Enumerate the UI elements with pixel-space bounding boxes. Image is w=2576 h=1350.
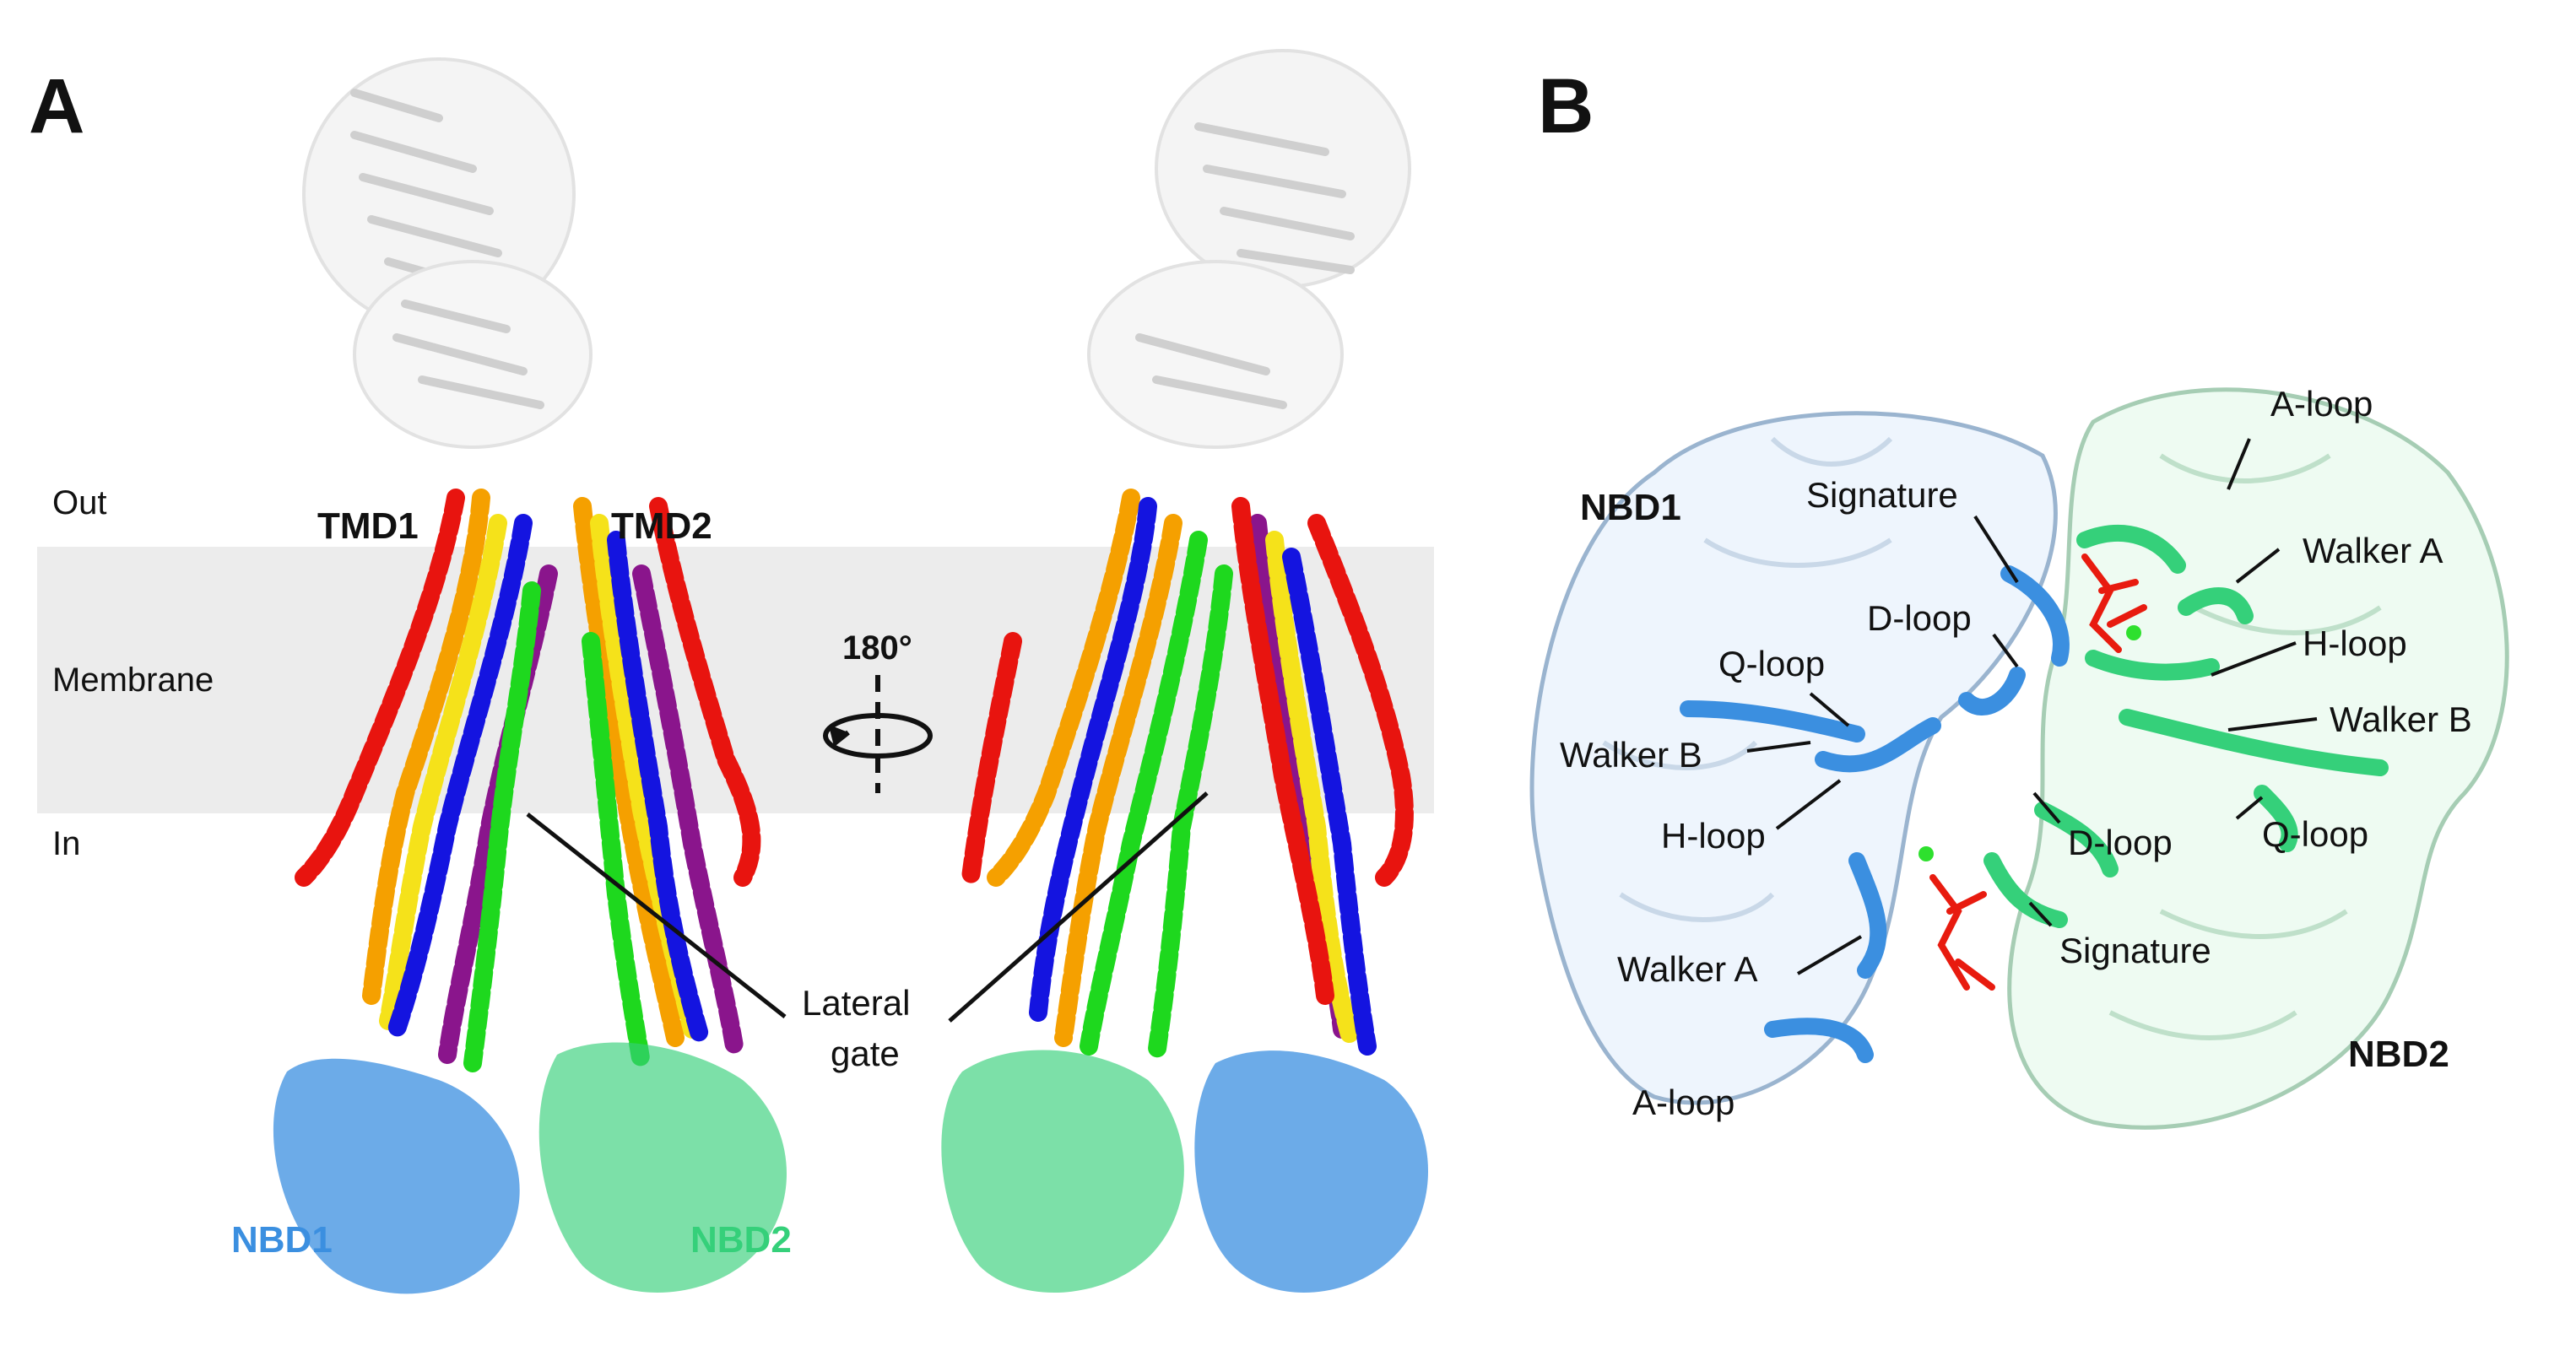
- tmd2-label: TMD2: [611, 505, 712, 547]
- left-nbds: [273, 1042, 787, 1294]
- nbd2-motifs: [1983, 525, 2389, 928]
- panel-b-structure: [1529, 387, 2509, 1130]
- left-structure: [273, 57, 787, 1294]
- nbd2-cartoon: [2007, 387, 2509, 1130]
- right-nbds: [941, 1050, 1429, 1293]
- panel-b-nbd2-label: NBD2: [2348, 1034, 2449, 1075]
- nbd1-walker-b-label: Walker B: [1560, 735, 1702, 775]
- left-nanobody: [302, 57, 593, 449]
- nbd2-h-loop-label: H-loop: [2303, 624, 2407, 663]
- panel-a-nbd1-label: NBD1: [231, 1219, 333, 1261]
- panel-b-leader-lines: [1746, 438, 2318, 975]
- right-structure: [941, 49, 1429, 1293]
- lateral-gate-line2: gate: [831, 1034, 900, 1073]
- panel-b-label: B: [1538, 63, 1594, 149]
- nbd1-h-loop-label: H-loop: [1661, 816, 1766, 856]
- nbd1-a-loop-label: A-loop: [1632, 1083, 1735, 1122]
- left-tmd-helices: [295, 489, 761, 1072]
- nbd2-a-loop-label: A-loop: [2270, 384, 2373, 424]
- nbd1-q-loop-label: Q-loop: [1718, 644, 1826, 683]
- nbd2-q-loop-label: Q-loop: [2262, 814, 2369, 854]
- nbd1-walker-a-label: Walker A: [1617, 949, 1758, 989]
- right-tmd-helices: [961, 489, 1414, 1064]
- out-label: Out: [52, 484, 107, 521]
- in-label: In: [52, 825, 81, 862]
- lateral-gate-line1: Lateral: [802, 983, 911, 1023]
- nbd1-d-loop-label: D-loop: [1867, 598, 1972, 638]
- atp-ligands: [1929, 554, 2147, 991]
- membrane-label: Membrane: [52, 662, 214, 699]
- nbd2-d-loop-label: D-loop: [2068, 823, 2173, 862]
- panel-a-label: A: [29, 63, 85, 149]
- nbd2-walker-a-label: Walker A: [2303, 531, 2443, 570]
- lateral-gate-lines: [526, 791, 1209, 1023]
- nbd2-walker-b-label: Walker B: [2330, 699, 2472, 739]
- right-nanobody: [1087, 49, 1411, 449]
- panel-b-nbd1-label: NBD1: [1580, 487, 1681, 528]
- nbd1-motifs: [1680, 565, 2070, 1063]
- nbd2-signature-label: Signature: [2059, 931, 2211, 970]
- nbd1-signature-label: Signature: [1806, 475, 1958, 515]
- rotation-icon: [823, 675, 933, 793]
- tmd1-label: TMD1: [317, 505, 419, 547]
- rotation-label: 180°: [842, 629, 912, 667]
- panel-a-nbd2-label: NBD2: [690, 1219, 792, 1261]
